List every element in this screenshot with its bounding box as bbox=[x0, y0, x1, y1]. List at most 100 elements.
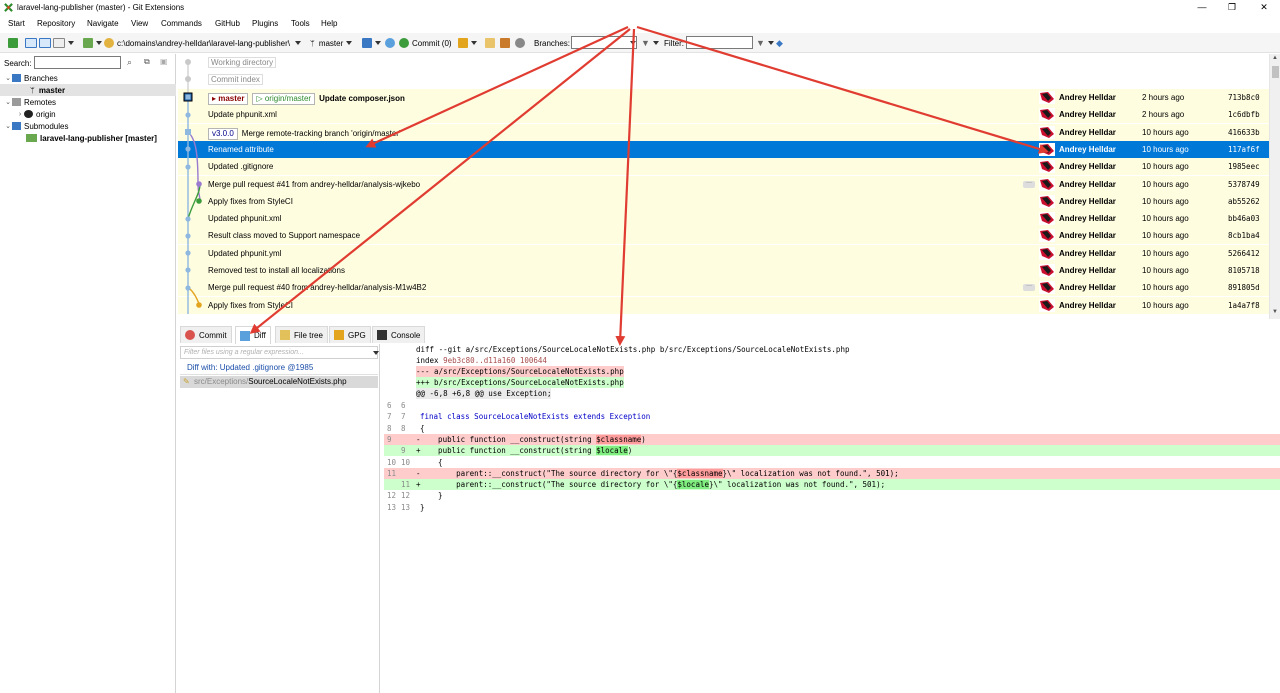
new-line-number: 8 bbox=[401, 423, 406, 433]
avatar bbox=[1039, 125, 1055, 139]
tree-remotes[interactable]: ⌄ Remotes bbox=[4, 96, 56, 108]
branch-filter-button[interactable]: ▼ bbox=[641, 36, 659, 50]
tab-file-tree[interactable]: File tree bbox=[275, 326, 328, 343]
fetch-button[interactable] bbox=[362, 36, 381, 50]
scroll-thumb[interactable] bbox=[1272, 66, 1279, 78]
more-refs-icon[interactable]: ··· bbox=[1023, 283, 1035, 292]
menu-tools[interactable]: Tools bbox=[291, 19, 310, 28]
revision-filter-button[interactable]: ▼ bbox=[756, 36, 774, 50]
tab-gpg[interactable]: GPG bbox=[329, 326, 371, 343]
chevron-down-icon[interactable] bbox=[373, 351, 379, 355]
old-line-number: 9 bbox=[387, 434, 392, 444]
scroll-up-icon[interactable]: ▲ bbox=[1272, 55, 1278, 61]
maximize-button[interactable]: ❐ bbox=[1227, 2, 1237, 12]
commit-button[interactable]: Commit (0) bbox=[399, 36, 452, 50]
filter-input[interactable] bbox=[686, 36, 753, 49]
settings-button[interactable] bbox=[515, 36, 525, 50]
avatar bbox=[1039, 212, 1055, 226]
tag-badge[interactable]: v3.0.0 bbox=[208, 127, 238, 140]
menu-repository[interactable]: Repository bbox=[37, 19, 76, 28]
layout-buttons[interactable] bbox=[25, 36, 74, 50]
menu-help[interactable]: Help bbox=[321, 19, 338, 28]
diff-hunk-header: @@ -6,8 +6,8 @@ use Exception; bbox=[384, 388, 1280, 399]
diff-view[interactable]: diff --git a/src/Exceptions/SourceLocale… bbox=[384, 344, 1280, 693]
file-dir: src/Exceptions/ bbox=[194, 377, 249, 386]
revision-grid: Working directory Commit index ▸ master▷… bbox=[178, 54, 1269, 319]
tab-console[interactable]: Console bbox=[372, 326, 426, 343]
menu-plugins[interactable]: Plugins bbox=[252, 19, 279, 28]
code-segment: }\" localization was not found.", 501); bbox=[722, 468, 899, 478]
commit-author: Andrey Helldar bbox=[1059, 231, 1116, 241]
commit-hash: bb46a03 bbox=[1228, 214, 1260, 224]
push-button[interactable] bbox=[385, 36, 395, 50]
working-directory-row[interactable]: Working directory bbox=[178, 54, 1269, 71]
tree-remote-origin[interactable]: › origin bbox=[16, 108, 56, 120]
code-segment: parent::__construct("The source director… bbox=[420, 468, 678, 478]
file-tree-icon bbox=[280, 330, 290, 340]
diff-line: 11- parent::__construct("The source dire… bbox=[384, 467, 1280, 479]
search-input[interactable] bbox=[34, 56, 121, 69]
tab-diff[interactable]: Diff bbox=[235, 326, 271, 344]
tree-branch-master[interactable]: ᛘ master bbox=[0, 84, 176, 96]
file-filter-input[interactable]: Filter files using a regular expression.… bbox=[180, 346, 378, 359]
branches-filter-select[interactable] bbox=[571, 36, 637, 49]
tree-submodule-item[interactable]: laravel-lang-publisher [master] bbox=[26, 132, 157, 144]
diff-file-item[interactable]: ✎ src/Exceptions/SourceLocaleNotExists.p… bbox=[180, 376, 378, 388]
scroll-down-icon[interactable]: ▼ bbox=[1272, 309, 1278, 315]
more-refs-icon[interactable]: ··· bbox=[1023, 180, 1035, 188]
avatar bbox=[1039, 194, 1055, 208]
commit-message-cell: Apply fixes from StyleCI bbox=[208, 301, 293, 310]
commit-author: Andrey Helldar bbox=[1059, 144, 1116, 154]
folder-icon bbox=[83, 38, 93, 48]
minimize-button[interactable]: — bbox=[1197, 2, 1207, 12]
search-icon[interactable]: ⌕ bbox=[127, 57, 133, 67]
commit-row[interactable]: Merge pull request #40 from andrey-helld… bbox=[178, 279, 1269, 297]
menu-navigate[interactable]: Navigate bbox=[87, 19, 119, 28]
expand-all-icon[interactable]: ▣ bbox=[160, 57, 168, 66]
branch-badge[interactable]: ▷ origin/master bbox=[252, 93, 316, 105]
collapse-all-icon[interactable]: ⧉ bbox=[144, 57, 150, 66]
refresh-button[interactable] bbox=[8, 36, 18, 50]
git-extensions-icon bbox=[4, 3, 13, 12]
more-button[interactable]: ◆ bbox=[776, 36, 783, 50]
grid-scrollbar[interactable]: ▲ ▼ bbox=[1269, 54, 1280, 319]
repo-path: c:\domains\andrey-helldar\laravel-lang-p… bbox=[117, 38, 290, 48]
gitbash-button[interactable] bbox=[500, 36, 510, 50]
tab-gpg-label: GPG bbox=[348, 330, 366, 340]
tree-submodules[interactable]: ⌄ Submodules bbox=[4, 120, 68, 132]
commit-row[interactable]: Removed test to install all localization… bbox=[178, 262, 1269, 279]
stash-button[interactable] bbox=[458, 36, 477, 50]
commit-hash: 1c6dbfb bbox=[1228, 110, 1260, 120]
explorer-button[interactable] bbox=[485, 36, 495, 50]
diff-index-line: index 9eb3c80..d11a160 100644 bbox=[384, 355, 1280, 366]
branch-badge[interactable]: ▸ master bbox=[208, 93, 249, 105]
menu-start[interactable]: Start bbox=[8, 19, 25, 28]
file-modified-icon: ✎ bbox=[183, 377, 190, 386]
menu-github[interactable]: GitHub bbox=[215, 19, 240, 28]
commit-row[interactable]: Merge pull request #41 from andrey-helld… bbox=[178, 175, 1269, 193]
close-button[interactable]: ✕ bbox=[1260, 2, 1268, 12]
menu-commands[interactable]: Commands bbox=[161, 19, 202, 28]
tab-commit[interactable]: Commit bbox=[180, 326, 232, 343]
open-repo-button[interactable] bbox=[83, 36, 102, 50]
commit-index-row[interactable]: Commit index bbox=[178, 71, 1269, 88]
menu-view[interactable]: View bbox=[131, 19, 149, 28]
repo-path-button[interactable]: c:\domains\andrey-helldar\laravel-lang-p… bbox=[104, 36, 301, 50]
tab-console-label: Console bbox=[391, 330, 421, 340]
tree-branches[interactable]: ⌄ Branches bbox=[4, 72, 58, 84]
remotes-icon bbox=[12, 98, 21, 106]
